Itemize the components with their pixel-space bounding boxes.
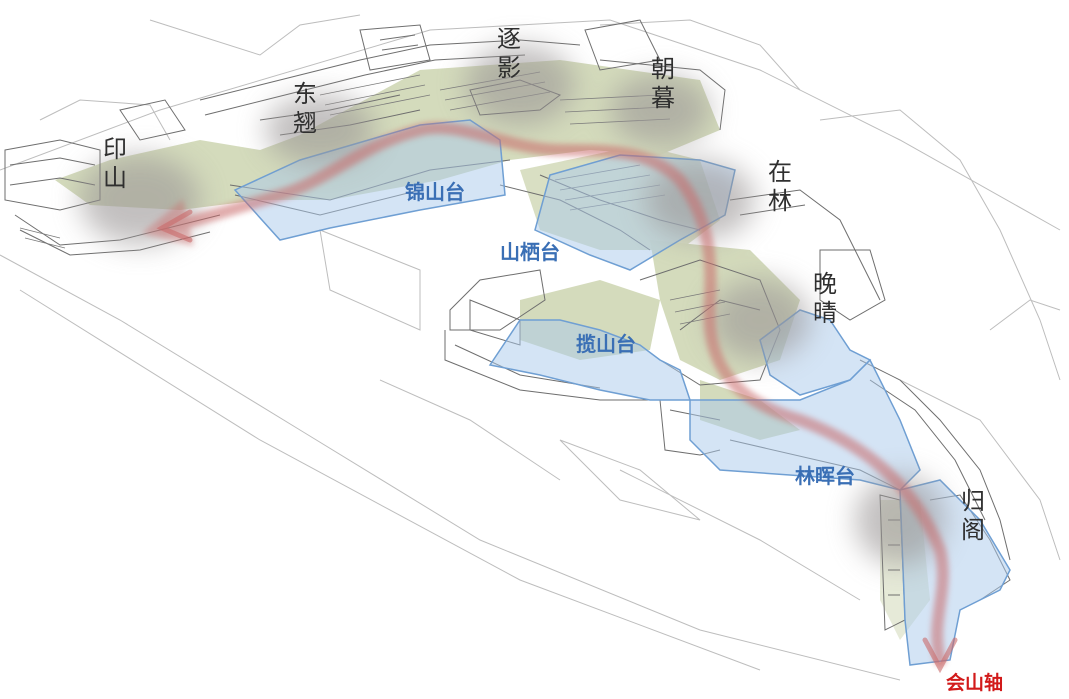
scene-zailin-label: 在 林 [765,158,795,216]
scene-char: 暮 [651,84,675,112]
scene-char: 林 [768,187,792,215]
scene-dongqiao-label: 东 翘 [290,80,320,138]
scene-char: 影 [497,54,521,82]
ink-spot-wanqing [710,280,810,360]
ink-spot-yinshan [80,155,200,245]
scene-char: 逐 [497,25,521,53]
scene-char: 晚 [813,270,837,298]
scene-char: 朝 [651,55,675,83]
scene-char: 东 [293,80,317,108]
flow-path-stroke [141,121,949,666]
scene-zhuying-label: 逐 影 [494,25,524,83]
scene-char: 阁 [961,516,985,544]
scene-char: 归 [961,487,985,515]
ink-spot-guige [855,475,945,565]
platform-linhuitai-label: 林晖台 [795,464,855,488]
scene-zhaomu-label: 朝 暮 [648,55,678,113]
scene-char: 山 [103,164,127,192]
scene-char: 晴 [813,299,837,327]
flow-path-arrow-end [156,209,193,243]
scene-char: 在 [768,158,792,186]
axis-label: 会山轴 [946,672,1004,694]
ink-spot-zhaomu [610,75,710,145]
platform-jinshantai-label: 锦山台 [405,180,465,204]
scene-yinshan-label: 印 山 [100,135,130,193]
context-sketch [0,14,1061,681]
scene-guige-label: 归 阁 [958,487,988,545]
flow-path-arrow-start [922,637,958,674]
scene-char: 翘 [293,109,317,137]
ink-spot-dongqiao [265,95,375,165]
scene-wanqing-label: 晚 晴 [810,270,840,328]
platform-lanshantai-area [488,319,692,401]
platform-shanqitai-label: 山栖台 [500,240,560,264]
scene-char: 印 [103,135,127,163]
platform-lanshantai-label: 揽山台 [576,332,636,356]
ink-spot-zhuying [465,45,575,125]
flow-path [141,121,958,674]
